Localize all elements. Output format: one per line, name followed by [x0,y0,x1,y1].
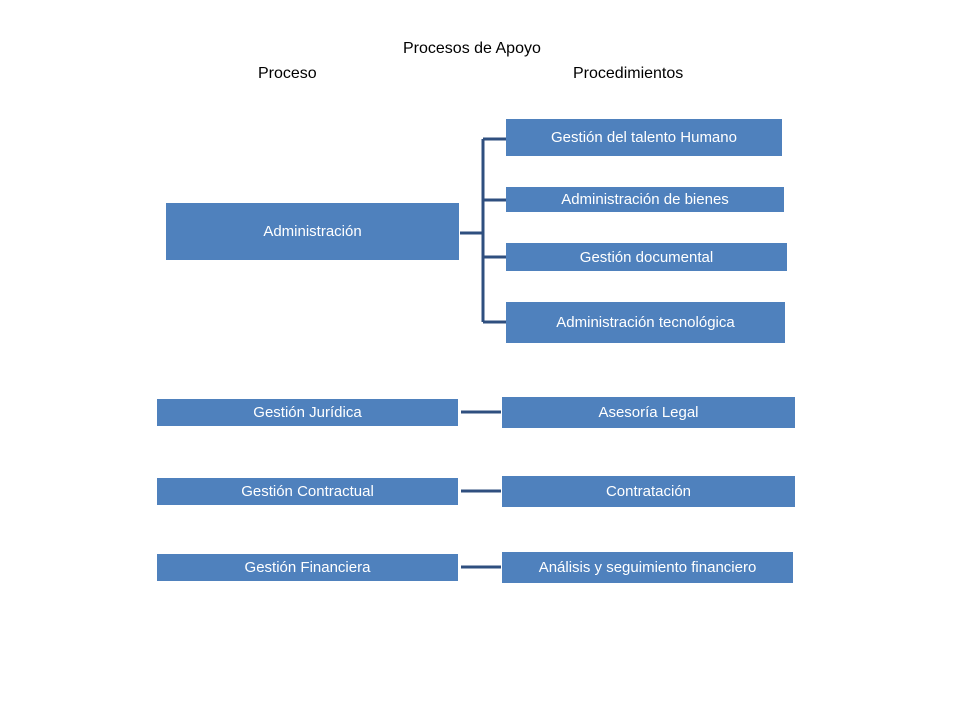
procedure-box-analisis-financiero: Análisis y seguimiento financiero [502,552,793,583]
page-title: Procesos de Apoyo [403,40,541,57]
process-box-gestion-contractual: Gestión Contractual [157,478,458,505]
process-box-gestion-financiera: Gestión Financiera [157,554,458,581]
procedure-box-asesoria-legal: Asesoría Legal [502,397,795,428]
procedure-box-administracion-tecnologica: Administración tecnológica [506,302,785,343]
procedure-box-contratacion: Contratación [502,476,795,507]
procedure-box-gestion-documental: Gestión documental [506,243,787,271]
procedure-box-talento-humano: Gestión del talento Humano [506,119,782,156]
process-box-gestion-juridica: Gestión Jurídica [157,399,458,426]
procedure-box-administracion-bienes: Administración de bienes [506,187,784,212]
process-column-header: Proceso [258,65,317,82]
process-box-administracion: Administración [166,203,459,260]
procedures-column-header: Procedimientos [573,65,684,82]
